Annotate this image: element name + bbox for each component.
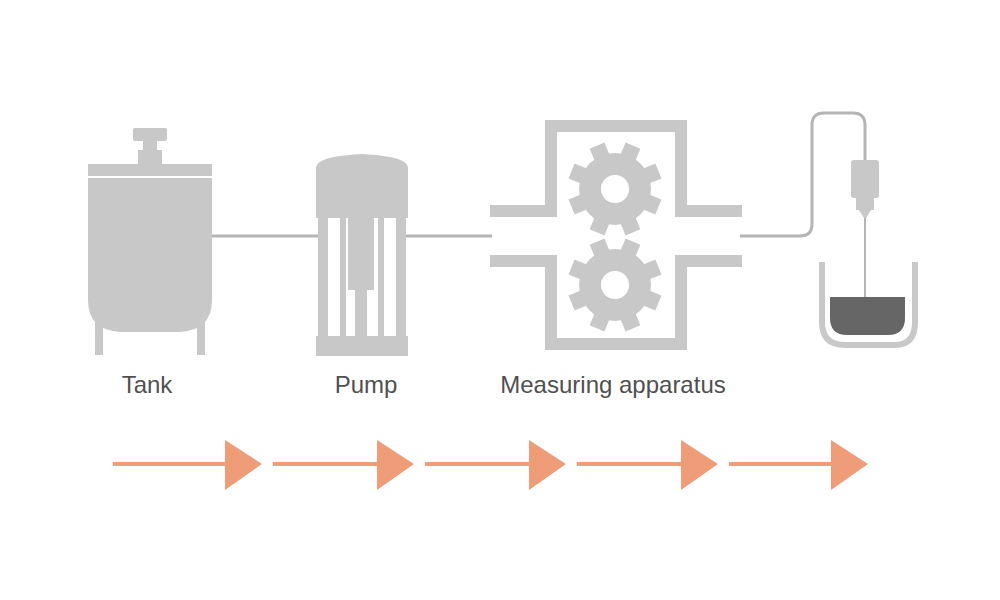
- pump-symbol: [316, 154, 408, 356]
- gear: [569, 143, 662, 236]
- tank-symbol: [88, 128, 212, 355]
- dispenser-symbol: [822, 160, 915, 345]
- pipe: [212, 235, 318, 238]
- part-label: Pump: [335, 371, 398, 400]
- meter-housing: [490, 126, 742, 344]
- gear-pair: [569, 143, 662, 332]
- flow-arrows: [113, 440, 868, 490]
- part-label: Tank: [122, 371, 173, 400]
- hose: [740, 113, 865, 236]
- part-label: Measuring apparatus: [500, 371, 725, 400]
- gear: [569, 239, 662, 332]
- pipe: [406, 235, 492, 238]
